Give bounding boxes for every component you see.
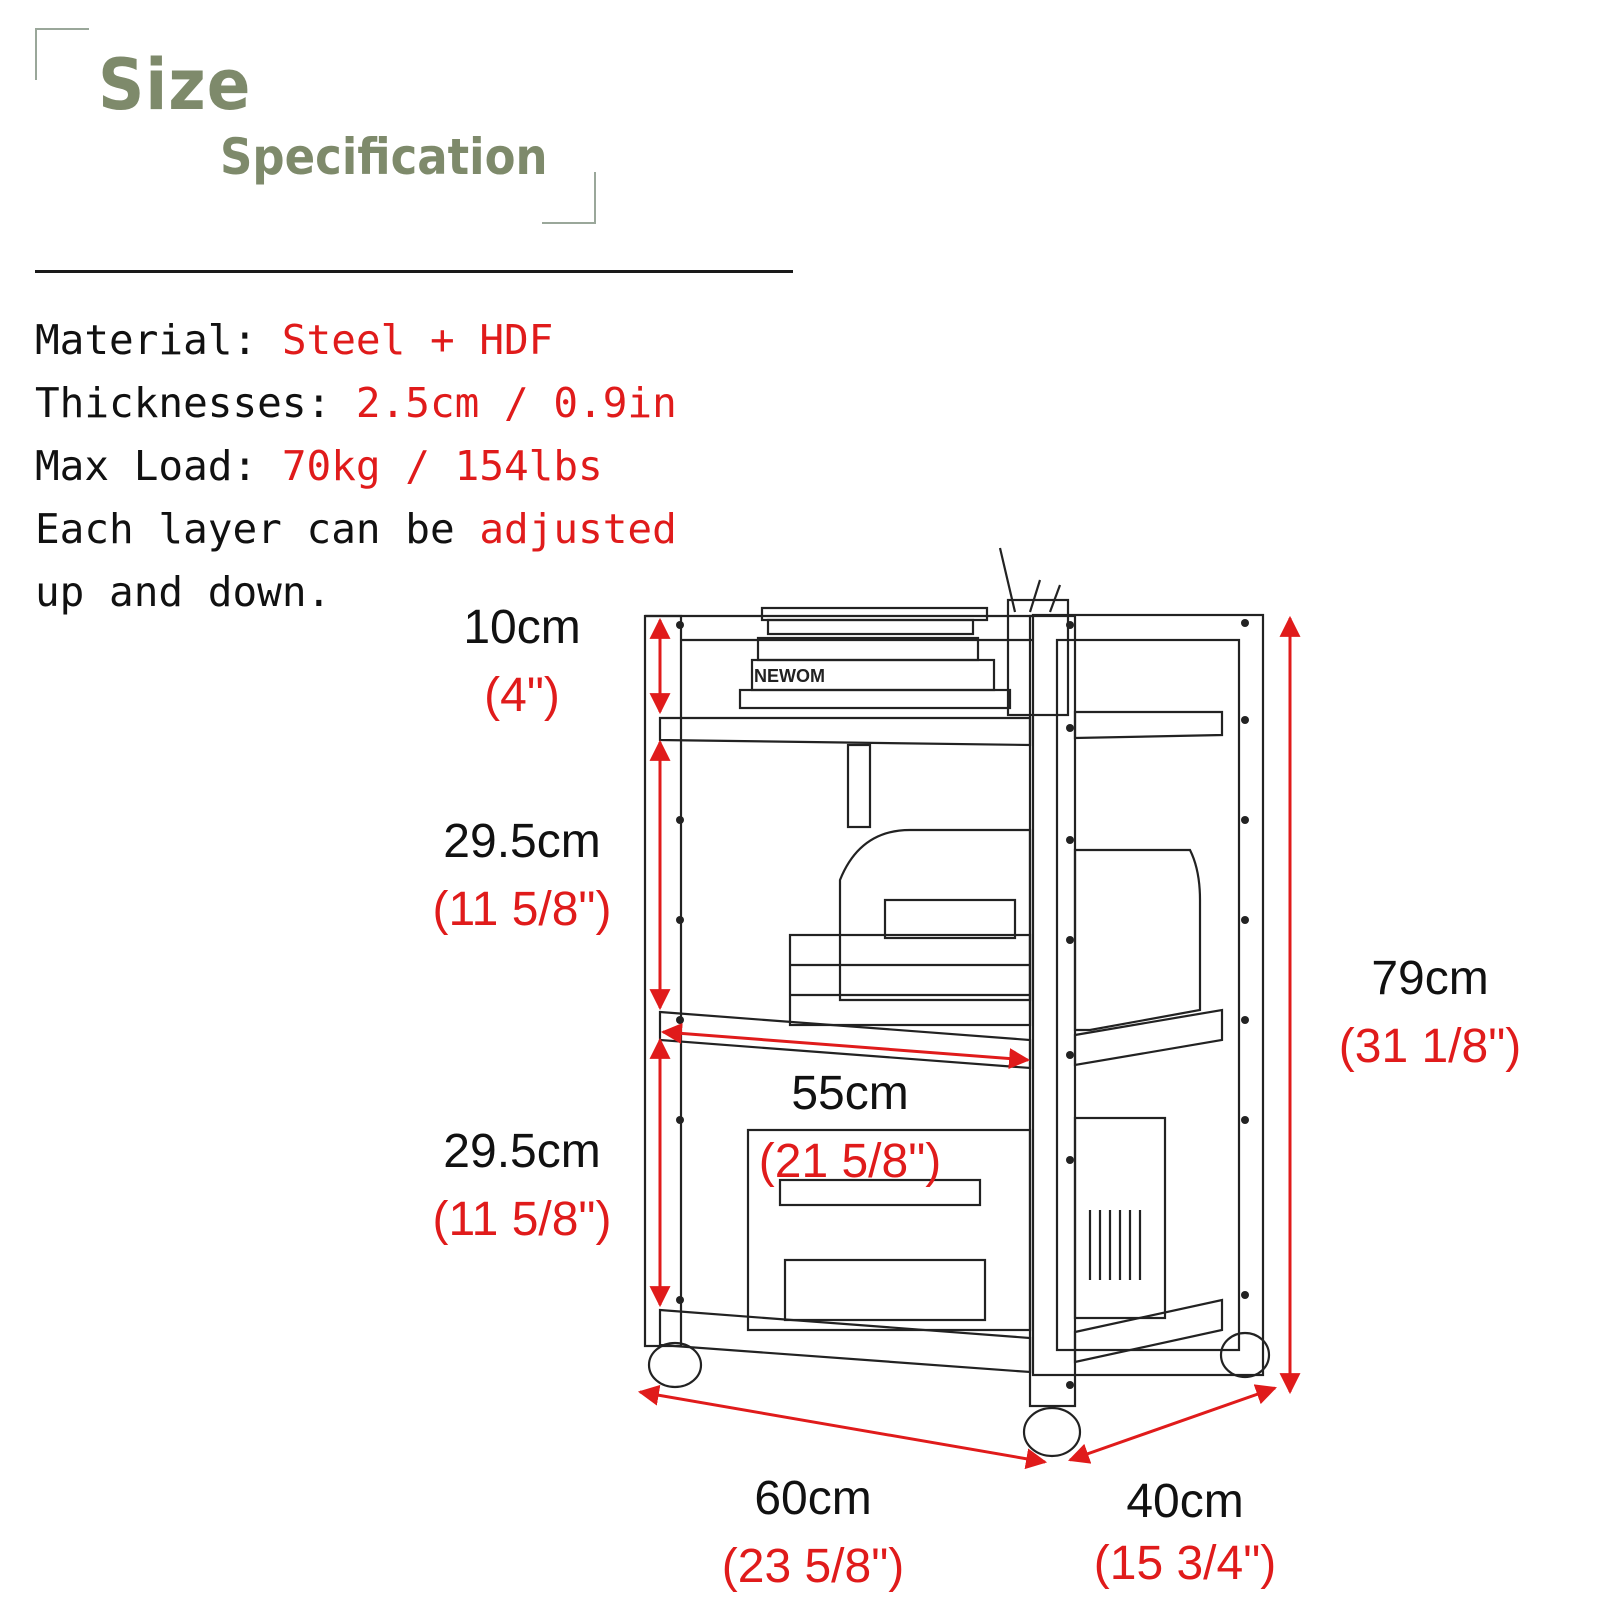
spec-thickness: Thicknesses: 2.5cm / 0.9in: [35, 379, 677, 427]
top-shelf: [658, 716, 1032, 747]
label-length: 60cm (23 5/8"): [683, 1475, 943, 1591]
wheel-front-right: [1022, 1406, 1082, 1458]
back-frame: [1031, 613, 1265, 1377]
book-spine-text: NEWOM: [754, 666, 825, 686]
wheel-back-right: [1219, 1331, 1271, 1379]
load-label: Max Load:: [35, 442, 282, 490]
header-divider: [35, 270, 793, 273]
middle-shelf: [658, 1010, 1032, 1070]
label-height: 79cm (31 1/8"): [1300, 955, 1560, 1071]
bottom-gap-in: (11 5/8"): [432, 1193, 612, 1246]
thickness-value: 2.5cm / 0.9in: [355, 379, 677, 427]
spec-max-load: Max Load: 70kg / 154lbs: [35, 442, 603, 490]
shelf-width-cm: 55cm: [791, 1067, 909, 1120]
front-right-upright: [1028, 614, 1077, 1408]
title-corner-bottom-right: [542, 172, 596, 224]
back-frame-inner: [1055, 638, 1241, 1352]
middle-gap-in: (11 5/8"): [432, 883, 612, 936]
height-in: (31 1/8"): [1338, 1020, 1522, 1073]
label-shelf-width: 55cm (21 5/8"): [720, 1070, 980, 1186]
printer-top-trays: [788, 933, 1032, 1027]
title-size: Size: [98, 44, 252, 126]
title-specification: Specification: [220, 128, 548, 186]
arrow-depth: [1068, 1384, 1277, 1464]
material-value: Steel + HDF: [281, 316, 554, 364]
adjust-pre: Each layer can be: [35, 505, 480, 553]
length-in: (23 5/8"): [721, 1540, 905, 1593]
book-stack: [760, 606, 989, 622]
title-corner-top-left: [35, 28, 89, 80]
printer-bottom-side: [1073, 1116, 1167, 1320]
depth-cm: 40cm: [1126, 1478, 1244, 1528]
shelf-width-in: (21 5/8"): [758, 1135, 942, 1188]
wheel-front-left: [647, 1341, 703, 1389]
bottom-gap-cm: 29.5cm: [443, 1125, 601, 1178]
spec-adjustable: Each layer can be adjusted: [35, 505, 677, 553]
label-top-gap: 10cm (4"): [392, 604, 652, 720]
top-gap-cm: 10cm: [463, 601, 581, 654]
load-value: 70kg / 154lbs: [281, 442, 603, 490]
printer-top-back: [1073, 848, 1202, 1032]
middle-gap-cm: 29.5cm: [443, 815, 601, 868]
top-gap-in: (4"): [484, 669, 560, 722]
printer-bottom: [746, 1128, 1032, 1332]
label-depth: 40cm (15 3/4"): [1055, 1478, 1315, 1598]
arrow-shelf-width: [660, 1022, 1031, 1070]
label-bottom-gap: 29.5cm (11 5/8"): [392, 1128, 652, 1244]
length-cm: 60cm: [754, 1472, 872, 1525]
printer-top: [838, 828, 1032, 1002]
depth-in: (15 3/4"): [1093, 1537, 1277, 1590]
spec-material: Material: Steel + HDF: [35, 316, 553, 364]
spec-adjustable-cont: up and down.: [35, 568, 332, 616]
adjust-value: adjusted: [479, 505, 677, 553]
pen-holder: [1006, 598, 1070, 717]
bottom-shelf: [658, 1308, 1032, 1374]
material-label: Material:: [35, 316, 282, 364]
cart-frame: [643, 547, 1271, 1458]
label-middle-gap: 29.5cm (11 5/8"): [392, 818, 652, 934]
arrow-length: [637, 1384, 1048, 1470]
frame-bolts: [676, 619, 1249, 1389]
thickness-label: Thicknesses:: [35, 379, 356, 427]
dimension-arrows: [637, 615, 1301, 1470]
height-cm: 79cm: [1371, 952, 1489, 1005]
